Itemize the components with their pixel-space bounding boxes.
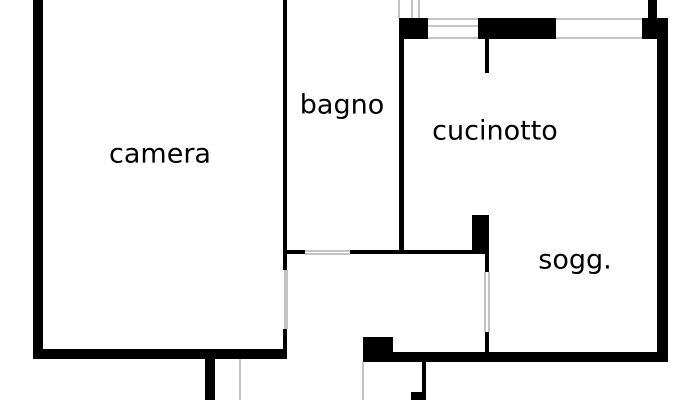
wall-right	[657, 18, 668, 362]
wall-bottom-stub	[422, 362, 426, 400]
wall-top-block-1	[399, 18, 428, 39]
pillar-bottom	[363, 337, 393, 362]
wall-bagno-right	[399, 18, 404, 252]
room-label-cucinotto: cucinotto	[432, 115, 558, 147]
room-label-camera: camera	[109, 138, 211, 170]
pillar-corridor	[472, 215, 489, 254]
wall-top-block-2	[478, 18, 556, 39]
wall-corridor-top-b	[350, 250, 475, 254]
wall-camera-bottom	[33, 349, 287, 359]
room-label-bagno: bagno	[299, 89, 385, 121]
wall-camera-left	[33, 0, 43, 359]
wall-camera-right-lower	[283, 329, 287, 350]
wall-bottom	[363, 352, 668, 362]
wall-kitchen-stub	[485, 39, 489, 73]
windows-doors	[239, 0, 642, 400]
room-label-soggiorno: sogg.	[538, 244, 612, 276]
wall-sogg-left-a	[485, 254, 489, 272]
wall-camera-right-upper	[283, 0, 287, 270]
wall-top-stub	[648, 0, 657, 18]
wall-sogg-left-b	[485, 332, 489, 354]
walls	[33, 0, 668, 400]
wall-corridor-top-a	[287, 250, 305, 254]
wall-left-bottom	[205, 359, 215, 400]
wall-bottom-block	[411, 392, 426, 400]
